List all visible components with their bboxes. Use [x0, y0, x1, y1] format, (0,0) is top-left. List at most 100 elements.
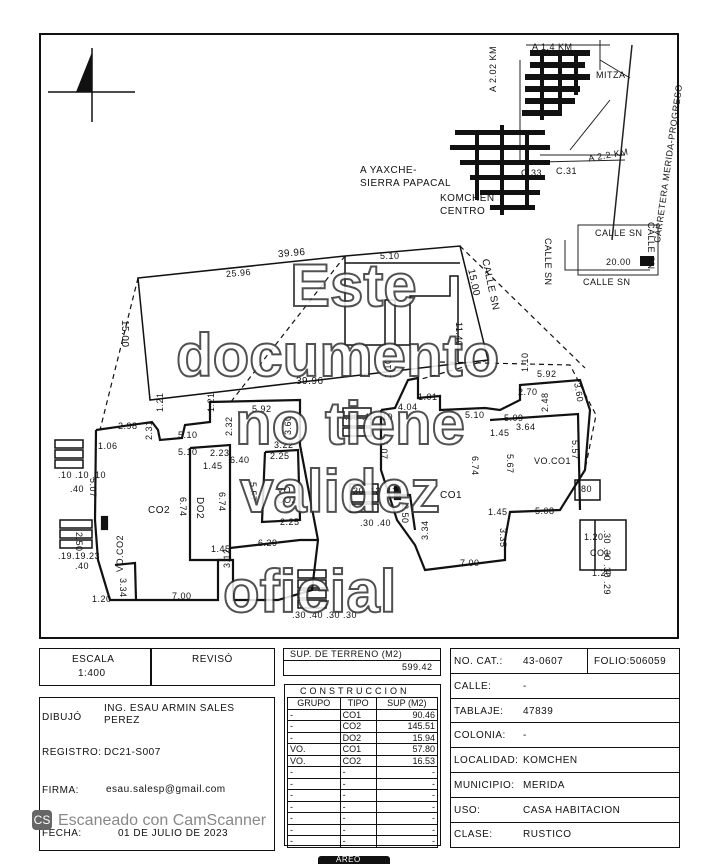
calle-label: CALLE: [454, 681, 492, 692]
colonia-value: - [523, 730, 527, 741]
dim-629: 6.29 [258, 538, 278, 548]
cell-sup: - [375, 835, 439, 848]
room-vo-co1: VO.CO1 [534, 456, 572, 466]
dim-223: 2.23 [210, 448, 230, 458]
dim-674b: 6.74 [217, 492, 227, 512]
table-row: --- [287, 789, 439, 802]
stair-r-a: .30 .10 .10 [345, 412, 394, 422]
right-building [379, 376, 592, 572]
label-centro: CENTRO [440, 206, 486, 217]
cell-grupo: - [287, 766, 341, 779]
cell-grupo: VO. [287, 754, 341, 767]
dim-510b: 5.10 [178, 447, 198, 457]
dim-r-145b: 1.45 [488, 507, 508, 517]
label-c31: C.31 [556, 166, 578, 176]
dim-r-509: 5.09 [504, 413, 524, 423]
calle-value: - [523, 681, 527, 692]
label-calle-sn-left: CALLE SN [543, 238, 553, 286]
label-frontage: 20.00 [606, 257, 632, 267]
tablaje-value: 47839 [523, 706, 554, 717]
watermark-line-4: validez [239, 458, 441, 525]
dim-r-364: 3.64 [516, 422, 536, 432]
sup-terreno-value: 599.42 [402, 662, 433, 672]
room-vo-co2: VO. CO2 [277, 485, 298, 505]
label-calle-sn-v: CALLE SN [646, 222, 656, 270]
room-r-co1-small: CO1 [590, 548, 611, 558]
dim-121: 1.21 [155, 392, 165, 412]
folio: FOLIO:506059 [594, 656, 667, 667]
dim-r-101: 1.01 [418, 392, 438, 402]
table-row: --- [287, 766, 439, 779]
dim-225: 2.25 [270, 451, 290, 461]
stair-a: .10 .10 .10 [58, 470, 107, 480]
dim-r-80: .80 [578, 484, 593, 494]
cell-sup: - [375, 766, 439, 779]
dim-r-700: 7.00 [460, 558, 480, 568]
dim-r-145: 1.45 [490, 428, 510, 438]
construccion-title: CONSTRUCCION [300, 686, 410, 696]
col-header-sup: SUP (M2) [375, 697, 439, 710]
uso-label: USO: [454, 805, 481, 816]
label-ayaxche: A YAXCHE- [360, 165, 417, 176]
dim-r-270: 2.70 [518, 387, 538, 397]
clase-label: CLASE: [454, 829, 493, 840]
stair-r-c: .30 .40 [360, 518, 392, 528]
dim-250: 2.50 [74, 532, 84, 552]
no-cat-value: 43-0607 [523, 656, 564, 667]
municipio-value: MERIDA [523, 780, 565, 791]
escala-value: 1:400 [78, 668, 106, 679]
cell-grupo: - [287, 835, 341, 848]
dim-inner-510: 5.10 [380, 251, 400, 261]
dim-r-508: 5.08 [535, 506, 555, 516]
escala-box [39, 648, 275, 686]
no-cat-label: NO. CAT.: [454, 656, 503, 667]
stair-c: .19.19.23 [58, 551, 101, 561]
firma-label: FIRMA: [42, 785, 79, 796]
sup-terreno-box [283, 648, 441, 676]
firma-value: esau.salesp@gmail.com [106, 784, 226, 795]
dim-232: 2.32 [224, 416, 234, 436]
dim-225b: 2.25 [280, 517, 300, 527]
cell-sup: - [375, 800, 439, 813]
cell-sup: - [375, 812, 439, 825]
table-row: --- [287, 800, 439, 813]
stair-b: .40 [70, 484, 85, 494]
cell-sup: 90.46 [375, 708, 439, 721]
lot-outline [137, 245, 489, 401]
dibujo-value: ING. ESAU ARMIN SALES PEREZ [104, 703, 235, 726]
cell-sup: 16.53 [375, 754, 439, 767]
room-co2: CO2 [148, 505, 171, 516]
dim-r-110b: 1.10 [520, 352, 530, 372]
table-header-row: GRUPO TIPO SUP (M2) [287, 697, 439, 710]
dim-r-404: 4.04 [398, 402, 418, 412]
dim-322: 3.22 [274, 440, 294, 450]
sup-terreno-label: SUP. DE TERRENO (M2) [290, 649, 403, 659]
dim-r-674: 6.74 [470, 456, 480, 476]
cell-tipo: - [339, 800, 377, 813]
cell-sup: - [375, 823, 439, 836]
dim-106: 1.06 [98, 441, 118, 451]
label-c33: C.33 [521, 168, 543, 178]
table-row: --- [287, 823, 439, 836]
label-komchen: KOMCHEN [440, 193, 495, 204]
left-building [93, 398, 320, 602]
label-calle-sn-bottom: CALLE SN [583, 277, 631, 287]
watermark-line-1: Este [289, 252, 418, 319]
uso-value: CASA HABITACION [523, 805, 621, 816]
dim-121b: 1.21 [206, 392, 216, 412]
dim-298: 2.98 [118, 421, 138, 431]
dim-r-510: 5.10 [465, 410, 485, 420]
dim-bottom: 39.96 [296, 376, 324, 387]
label-sierra: SIERRA PAPACAL [360, 178, 452, 189]
cell-tipo: CO1 [339, 708, 377, 721]
room-co1: CO1 [440, 490, 463, 501]
dibujo-label: DIBUJÓ [42, 712, 82, 723]
dim-674: 6.74 [178, 497, 188, 517]
watermark-line-3: no tiene [234, 390, 466, 457]
dim-145: 1.45 [203, 461, 223, 471]
